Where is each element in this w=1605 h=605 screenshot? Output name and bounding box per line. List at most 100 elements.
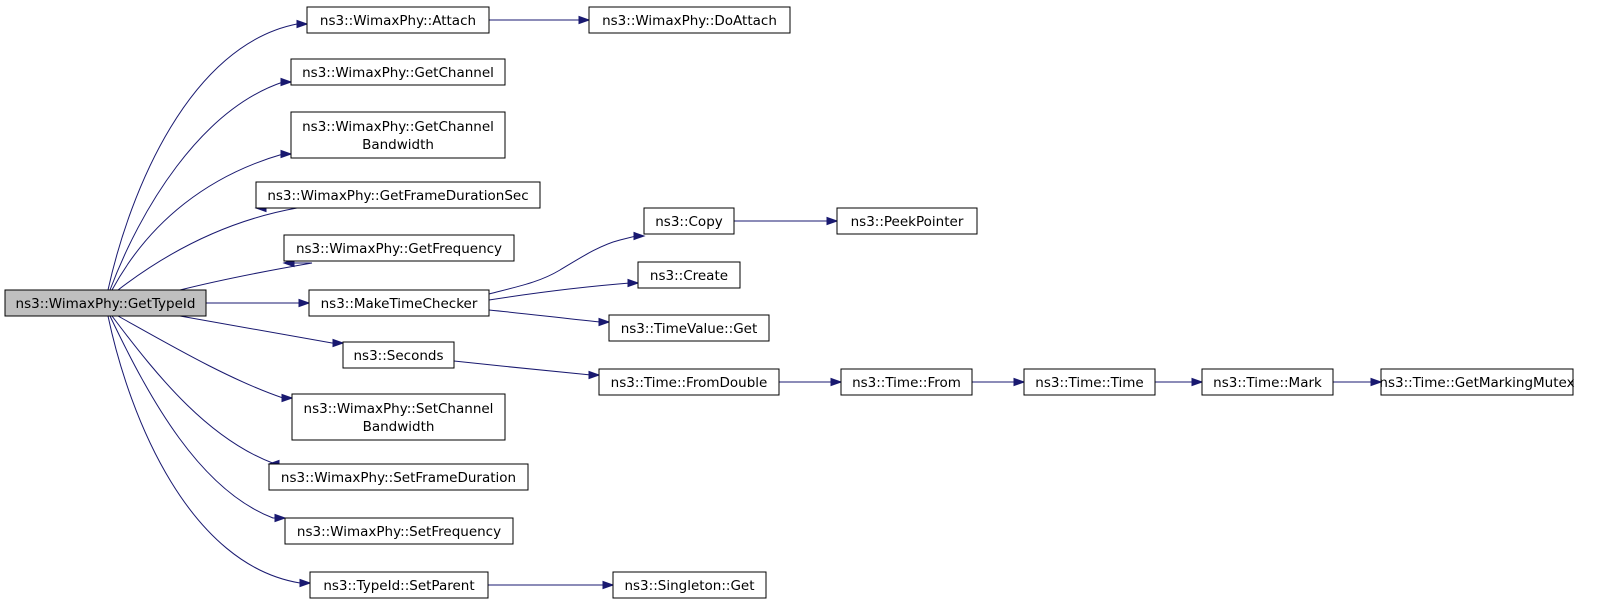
node-maketimechecker-label: ns3::MakeTimeChecker [321,296,478,312]
node-getfreq-label: ns3::WimaxPhy::GetFrequency [296,241,502,257]
node-getframedur-box [255,181,541,209]
node-setchannelbw-box [291,393,506,441]
node-singletonget-label: ns3::Singleton::Get [624,578,754,594]
node-root-label: ns3::WimaxPhy::GetTypeId [16,296,196,312]
edge-root-to-seconds-arrowhead [332,338,345,348]
node-setfreq-box [284,517,514,545]
node-seconds-box [342,341,455,369]
edge-maketimechecker-to-copy-arrowhead [633,231,646,241]
node-copy-box [643,207,735,235]
call-graph-nodes: ns3::WimaxPhy::GetTypeId ns3::WimaxPhy::A… [4,6,1575,599]
edge-root-to-setchannelbw-arrowhead [281,393,294,403]
node-getframedur-label: ns3::WimaxPhy::GetFrameDurationSec [267,188,528,204]
edge-root-to-setparent-arrowhead [299,578,312,588]
node-timetime-label: ns3::Time::Time [1035,375,1143,391]
node-setfreq[interactable]: ns3::WimaxPhy::SetFrequency [284,517,514,545]
node-getchannelbw-label: Bandwidth [362,137,434,153]
node-timemark-box [1201,368,1334,396]
node-doattach[interactable]: ns3::WimaxPhy::DoAttach [588,6,791,34]
edge-timetime-to-timemark-arrowhead [1191,377,1204,387]
node-timefrom-box [840,368,973,396]
node-getmarkingmutex-box [1380,368,1574,396]
edge-maketimechecker-to-copy [488,235,644,295]
node-fromdouble-box [598,368,780,396]
edge-root-to-attach [107,23,307,291]
node-copy-label: ns3::Copy [655,214,723,230]
edge-root-to-getchannel-arrowhead [280,77,293,87]
node-seconds[interactable]: ns3::Seconds [342,341,455,369]
node-getchannel-label: ns3::WimaxPhy::GetChannel [302,65,494,81]
edge-root-to-setfreq [109,315,285,519]
node-setframedur-box [268,463,529,491]
edge-seconds-to-fromdouble [453,360,599,376]
edge-root-to-maketimechecker-arrowhead [298,298,311,308]
node-create-label: ns3::Create [650,268,728,284]
edge-root-to-getchannelbw-arrowhead [280,149,293,159]
node-fromdouble-label: ns3::Time::FromDouble [611,375,768,391]
edge-maketimechecker-to-timevalueget [488,309,609,323]
node-singletonget-box [612,571,767,599]
node-timevalueget[interactable]: ns3::TimeValue::Get [608,314,770,342]
node-getchannelbw-label: ns3::WimaxPhy::GetChannel [302,119,494,135]
node-timemark-label: ns3::Time::Mark [1213,375,1322,391]
edge-root-to-setfreq-arrowhead [274,513,287,523]
call-graph-edges [107,15,1383,590]
node-maketimechecker-box [308,289,490,317]
node-timemark[interactable]: ns3::Time::Mark [1201,368,1334,396]
node-attach-box [306,6,490,34]
node-getchannelbw-box [290,111,506,159]
node-getmarkingmutex[interactable]: ns3::Time::GetMarkingMutex [1379,368,1575,396]
edge-fromdouble-to-timefrom-arrowhead [830,377,843,387]
node-setparent-box [309,571,489,599]
node-timetime-box [1023,368,1156,396]
node-singletonget[interactable]: ns3::Singleton::Get [612,571,767,599]
node-root[interactable]: ns3::WimaxPhy::GetTypeId [4,289,207,317]
node-doattach-label: ns3::WimaxPhy::DoAttach [602,13,777,29]
node-getfreq-box [283,234,515,262]
node-getchannel[interactable]: ns3::WimaxPhy::GetChannel [290,58,506,86]
node-timefrom-label: ns3::Time::From [852,375,961,391]
node-setframedur[interactable]: ns3::WimaxPhy::SetFrameDuration [268,463,529,491]
edge-root-to-attach-arrowhead [296,19,309,29]
edge-root-to-getchannelbw [111,153,291,291]
node-attach-label: ns3::WimaxPhy::Attach [320,13,476,29]
edge-root-to-getfreq [179,262,313,291]
edge-root-to-setparent [107,315,310,584]
edge-maketimechecker-to-create-arrowhead [627,278,640,288]
node-attach[interactable]: ns3::WimaxPhy::Attach [306,6,490,34]
node-root-box [4,289,207,317]
edge-maketimechecker-to-create [488,282,638,301]
edge-root-to-getframedur [117,207,298,291]
node-peekpointer[interactable]: ns3::PeekPointer [836,207,978,235]
edge-root-to-setchannelbw [117,315,292,399]
node-maketimechecker[interactable]: ns3::MakeTimeChecker [308,289,490,317]
node-copy[interactable]: ns3::Copy [643,207,735,235]
node-timefrom[interactable]: ns3::Time::From [840,368,973,396]
edge-maketimechecker-to-timevalueget-arrowhead [598,317,611,327]
edge-timemark-to-getmarkingmutex-arrowhead [1370,377,1383,387]
node-setparent[interactable]: ns3::TypeId::SetParent [309,571,489,599]
edge-setparent-to-singletonget-arrowhead [602,580,615,590]
node-getframedur[interactable]: ns3::WimaxPhy::GetFrameDurationSec [255,181,541,209]
node-create[interactable]: ns3::Create [637,261,741,289]
node-timetime[interactable]: ns3::Time::Time [1023,368,1156,396]
node-peekpointer-box [836,207,978,235]
node-setframedur-label: ns3::WimaxPhy::SetFrameDuration [281,470,516,486]
node-fromdouble[interactable]: ns3::Time::FromDouble [598,368,780,396]
node-timevalueget-label: ns3::TimeValue::Get [621,321,758,337]
node-setparent-label: ns3::TypeId::SetParent [323,578,474,594]
node-create-box [637,261,741,289]
node-setchannelbw-label: Bandwidth [363,419,435,435]
node-seconds-label: ns3::Seconds [354,348,444,364]
node-setfreq-label: ns3::WimaxPhy::SetFrequency [297,524,501,540]
node-getfreq[interactable]: ns3::WimaxPhy::GetFrequency [283,234,515,262]
node-timevalueget-box [608,314,770,342]
node-setchannelbw-label: ns3::WimaxPhy::SetChannel [304,401,494,417]
node-getmarkingmutex-label: ns3::Time::GetMarkingMutex [1379,375,1574,391]
edge-copy-to-peekpointer-arrowhead [826,216,839,226]
edge-attach-to-doattach-arrowhead [578,15,591,25]
node-doattach-box [588,6,791,34]
